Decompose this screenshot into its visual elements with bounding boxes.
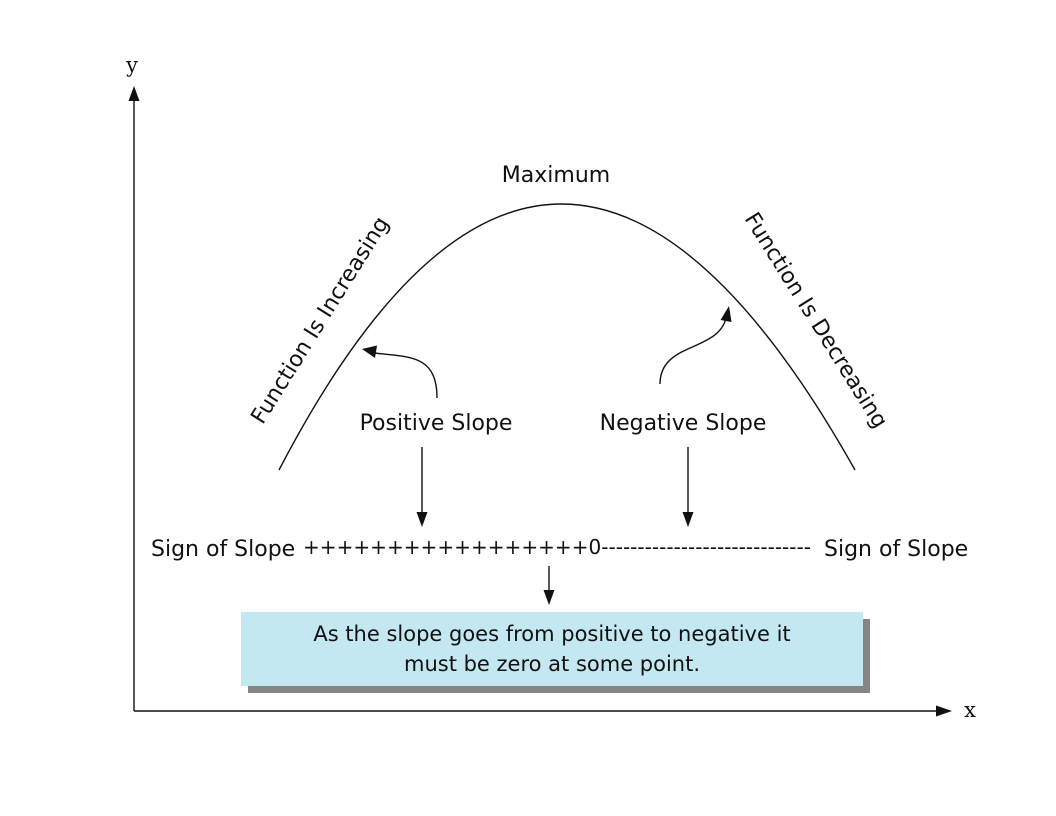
y-axis-arrowhead xyxy=(128,86,140,101)
function-decreasing-label: Function Is Decreasing xyxy=(739,208,892,433)
negative-slope-down-arrowhead xyxy=(682,512,694,527)
x-axis-arrowhead xyxy=(936,705,952,717)
negative-slope-label: Negative Slope xyxy=(600,411,767,436)
sign-sequence: +++++++++++++++++0----------------------… xyxy=(303,535,811,559)
x-axis-label: x xyxy=(964,698,976,722)
note-line-1: As the slope goes from positive to negat… xyxy=(313,622,791,646)
negative-slope-curve-arrow xyxy=(659,317,727,385)
zero-slope-note: As the slope goes from positive to negat… xyxy=(241,612,863,686)
sign-of-slope-label-left: Sign of Slope xyxy=(151,537,295,562)
maximum-label: Maximum xyxy=(502,163,610,188)
positive-slope-curve-arrow xyxy=(373,352,438,399)
sign-of-slope-label-right: Sign of Slope xyxy=(824,537,968,562)
positive-slope-label: Positive Slope xyxy=(360,411,513,436)
zero-down-arrowhead xyxy=(543,590,555,605)
function-curve xyxy=(278,203,856,471)
negative-slope-curve-arrowhead xyxy=(720,306,732,322)
positive-slope-curve-arrowhead xyxy=(362,345,377,358)
positive-slope-down-arrowhead xyxy=(416,512,428,527)
y-axis-label: y xyxy=(125,53,138,77)
note-line-2: must be zero at some point. xyxy=(403,652,701,676)
